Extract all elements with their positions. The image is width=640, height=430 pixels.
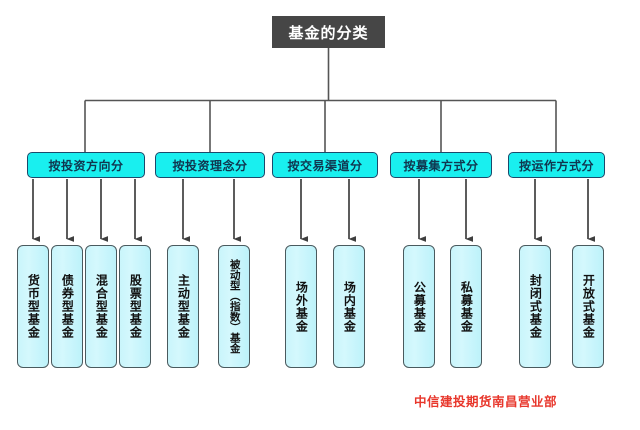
diagram-title: 基金的分类 <box>272 16 385 48</box>
leaf-box-private-offering-fund[interactable]: 私募基金 <box>450 245 482 368</box>
leaf-label: 私募基金 <box>459 280 474 333</box>
leaf-label: 货币型基金 <box>26 274 41 339</box>
leaf-label: 场外基金 <box>294 280 309 333</box>
leaf-label: 混合型基金 <box>94 274 109 339</box>
category-box-investment-philosophy[interactable]: 按投资理念分 <box>155 152 265 178</box>
leaf-label: 开放式基金 <box>581 274 596 339</box>
leaf-label: 主动型基金 <box>176 274 191 339</box>
leaf-box-closed-end-fund[interactable]: 封闭式基金 <box>519 245 551 368</box>
category-box-trading-channel[interactable]: 按交易渠道分 <box>272 152 378 178</box>
leaf-box-passive-index-fund[interactable]: 被动型（指数）基金 <box>218 245 250 368</box>
category-box-operation-method[interactable]: 按运作方式分 <box>508 152 605 178</box>
watermark-text: 中信建投期货南昌营业部 <box>414 394 558 409</box>
leaf-box-hybrid-fund[interactable]: 混合型基金 <box>85 245 117 368</box>
leaf-box-money-market-fund[interactable]: 货币型基金 <box>17 245 49 368</box>
category-box-fundraising-method[interactable]: 按募集方式分 <box>390 152 492 178</box>
leaf-box-exchange-traded-fund[interactable]: 场内基金 <box>333 245 365 368</box>
leaf-label: 被动型（指数）基金 <box>228 259 241 354</box>
leaf-label: 股票型基金 <box>128 274 143 339</box>
leaf-label: 公募基金 <box>412 280 427 333</box>
leaf-box-otc-fund[interactable]: 场外基金 <box>285 245 317 368</box>
leaf-box-active-fund[interactable]: 主动型基金 <box>167 245 199 368</box>
leaf-box-public-offering-fund[interactable]: 公募基金 <box>403 245 435 368</box>
leaf-box-equity-fund[interactable]: 股票型基金 <box>119 245 151 368</box>
leaf-box-bond-fund[interactable]: 债券型基金 <box>51 245 83 368</box>
leaf-label: 债券型基金 <box>60 274 75 339</box>
category-box-investment-direction[interactable]: 按投资方向分 <box>27 152 145 178</box>
leaf-label: 封闭式基金 <box>528 274 543 339</box>
leaf-box-open-end-fund[interactable]: 开放式基金 <box>572 245 604 368</box>
leaf-label: 场内基金 <box>342 280 357 333</box>
